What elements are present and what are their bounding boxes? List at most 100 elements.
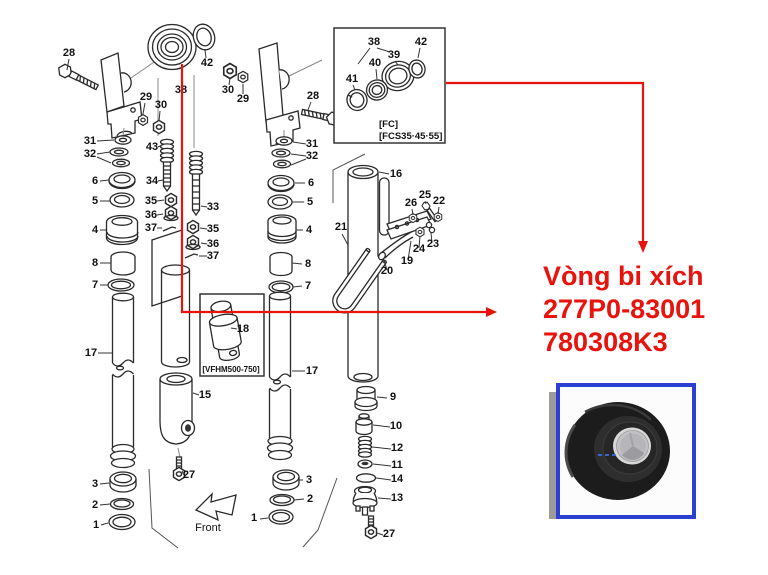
part-callout-16: 16 [390,168,402,180]
callout-leader-32 [290,158,307,166]
callout-leader-22 [437,206,440,215]
part-callout-42: 42 [415,36,427,48]
callout-leader-20 [383,259,388,271]
part-callout-32: 32 [306,150,318,162]
callout-leader-25 [424,200,427,205]
front-arrow-label: Front [195,522,221,534]
part-callout-28: 28 [307,90,319,102]
part-callout-17: 17 [306,365,318,377]
part-callout-26: 26 [405,197,417,209]
part-callout-22: 22 [433,195,445,207]
part-callout-43: 43 [146,141,158,153]
part-callout-3: 3 [92,478,98,490]
left-bracket [100,52,143,139]
group-bracket-line [148,468,179,549]
cotter-37-mid [162,226,177,232]
part-callout-31: 31 [84,135,96,147]
callout-leader-35 [156,199,165,202]
bracket-19 [386,210,432,240]
part-callout-10: 10 [390,420,402,432]
part-callout-33: 33 [207,201,219,213]
part-callout-37: 37 [145,222,157,234]
reference-line [286,59,323,78]
part-callout-8: 8 [92,257,98,269]
part-callout-40: 40 [369,57,381,69]
part-callout-36: 36 [207,238,219,250]
left-piston-rod-17 [109,292,137,469]
callout-leader-8 [291,262,303,265]
callout-leader-19 [407,240,412,261]
callout-layer: 2829303842302931326548717321433435363733… [63,36,445,540]
callout-leader-24 [418,235,421,249]
callout-leader-38 [376,47,391,53]
nut-24 [416,227,424,237]
callout-leader-32 [96,151,111,155]
coil-stud-43-34 [159,138,175,193]
part-callout-17: 17 [85,347,97,359]
part-callout-32: 32 [84,148,96,160]
group-bracket-line [332,153,366,203]
callout-leader-36 [156,213,164,216]
callout-leader-34 [157,179,164,182]
u-pipe-21 [332,247,387,314]
callout-leader-32 [290,153,307,157]
callout-leader-32 [96,156,112,164]
part-callout-6: 6 [308,177,314,189]
part-callout-30: 30 [155,99,167,111]
chain-wheel-roller [147,23,197,71]
group-bracket-line [302,477,338,548]
part-callout-41: 41 [346,73,358,85]
part-callout-37: 37 [207,250,219,262]
callout-leader-2 [293,498,305,501]
part-callout-13: 13 [391,492,403,504]
part-callout-31: 31 [306,138,318,150]
part-callout-27: 27 [383,528,395,540]
right-seal-stack [267,136,297,294]
coil-stud-33 [188,150,204,217]
flange-nut-36-mid [163,206,179,222]
part-callout-18: 18 [237,323,249,335]
product-photo [549,383,696,519]
part-callout-8: 8 [305,258,311,270]
part-callout-3: 3 [306,474,312,486]
part-callout-1: 1 [251,512,257,524]
callout-leader-29 [142,102,146,115]
callout-leader-10 [372,424,391,428]
nut-30-left [154,120,165,133]
ring-42-inset [408,59,426,79]
callout-leader-9 [376,396,388,399]
part-callout-30: 30 [222,84,234,96]
callout-leader-23 [430,232,433,244]
callout-leader-39 [394,60,399,66]
part-callout-29: 29 [140,91,152,103]
part-callout-42: 42 [201,57,213,69]
middle-tube [160,264,191,368]
part-callout-28: 28 [63,47,75,59]
annotation-part-name: Vòng bi xích [543,261,704,291]
callout-leader-42 [204,49,207,59]
callout-leader-36 [200,242,208,245]
snap-ring-42 [192,23,216,51]
left-wear-rings [108,471,137,531]
bolt-27-right [366,515,377,539]
inset-fc-caption-model: [FC] [379,119,398,130]
red-arrowhead-down [638,241,648,253]
callout-leader-26 [411,208,414,216]
cotter-37-right [184,253,199,259]
callout-leader-3 [99,482,110,485]
diagram-line-art: [VFHM500-750] [58,23,446,549]
part-callout-38: 38 [368,36,380,48]
right-wear-rings [268,469,300,525]
part-callout-24: 24 [413,243,426,255]
chain-roller-bearing-photo [564,402,670,500]
nut-30-right [224,64,237,79]
seal-40 [365,79,389,101]
inset-vfhm-caption: [VFHM500-750] [202,365,260,374]
part-callout-21: 21 [335,221,347,233]
callout-leader-42 [417,47,421,59]
callout-leader-33 [200,205,208,208]
callout-leader-21 [341,233,349,246]
callout-leader-38 [357,47,371,65]
